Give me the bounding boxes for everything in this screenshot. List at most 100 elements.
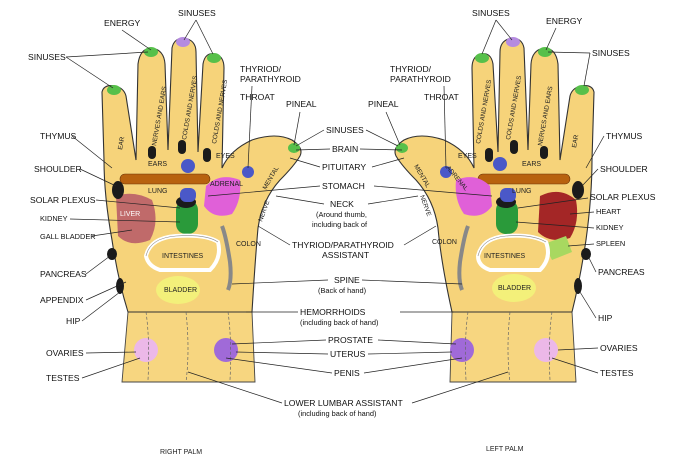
right-label-thyroid-2: PARATHYROID — [240, 74, 301, 84]
left-dash-3 — [548, 311, 553, 381]
left-sinus-tip-4 — [475, 53, 489, 63]
left-sinus-tip-2 — [538, 47, 552, 57]
center-label-lumbar-sub: (including back of hand) — [298, 409, 376, 418]
left-ear-point — [540, 146, 548, 159]
left-label-shoulder: SHOULDER — [600, 164, 648, 174]
right-inner-ear: EAR — [117, 136, 126, 151]
center-label-thyroid-assist-2: ASSISTANT — [322, 250, 370, 260]
right-sinus-tip-2 — [144, 47, 158, 57]
right-colon — [220, 225, 233, 291]
left-bladder — [492, 274, 536, 302]
right-pancreas-point — [107, 248, 117, 260]
right-label-pancreas: PANCREAS — [40, 269, 87, 279]
right-hand: EAR NERVES AND EARS COLDS AND NERVES COL… — [101, 37, 302, 383]
center-label-pituitary: PITUITARY — [322, 162, 366, 172]
right-label-solar-plexus: SOLAR PLEXUS — [30, 195, 96, 205]
right-label-testes: TESTES — [46, 373, 80, 383]
left-label-pancreas: PANCREAS — [598, 267, 645, 277]
right-inner-lung: LUNG — [148, 188, 167, 195]
center-label-spine: SPINE — [334, 275, 360, 285]
right-liver — [116, 193, 156, 244]
right-label-sinuses-left: SINUSES — [28, 52, 66, 62]
left-label-solar-plexus: SOLAR PLEXUS — [590, 192, 656, 202]
left-blue-organ — [500, 188, 516, 202]
left-blue-point — [493, 157, 507, 171]
right-sinus-tip-1 — [107, 85, 121, 95]
left-label-spleen: SPLEEN — [596, 239, 625, 248]
left-label-thyroid-1: THYRIOD/ — [390, 64, 432, 74]
right-label-sinuses-top: SINUSES — [178, 8, 216, 18]
left-thumb-tip — [396, 143, 408, 153]
center-label-uterus: UTERUS — [330, 349, 366, 359]
left-label-throat: THROAT — [424, 92, 459, 102]
center-labels: SINUSES BRAIN PITUITARY STOMACH NECK (Ar… — [187, 125, 509, 418]
left-inner-colon: COLON — [432, 239, 457, 246]
right-inner-bladder: BLADDER — [164, 287, 197, 294]
right-label-thymus: THYMUS — [40, 131, 77, 141]
right-inner-intestines: INTESTINES — [162, 253, 204, 260]
right-throat-point — [242, 166, 254, 178]
right-uterus — [214, 338, 238, 362]
left-outer-labels: SINUSES ENERGY SINUSES THYRIOD/ PARATHYR… — [368, 8, 656, 378]
center-label-penis: PENIS — [334, 368, 360, 378]
left-kidney — [496, 200, 518, 234]
center-label-neck: NECK — [330, 199, 354, 209]
right-inner-colon: COLON — [236, 241, 261, 248]
right-outer-labels: ENERGY SINUSES SINUSES THYMUS SHOULDER S… — [28, 8, 317, 383]
left-pancreas-point — [581, 248, 591, 260]
center-label-spine-sub: (Back of hand) — [318, 286, 366, 295]
right-label-hip: HIP — [66, 316, 81, 326]
right-ovary — [134, 338, 158, 362]
right-intestines-edge — [145, 235, 219, 257]
left-inner-intestines: INTESTINES — [484, 253, 526, 260]
left-label-thymus: THYMUS — [606, 131, 643, 141]
left-throat-point — [440, 166, 452, 178]
right-lung-bar — [119, 173, 211, 185]
right-shoulder-point — [112, 181, 124, 199]
left-label-energy: ENERGY — [546, 16, 583, 26]
left-dash-2 — [507, 311, 511, 383]
center-label-hemorrhoids: HEMORRHOIDS — [300, 307, 366, 317]
center-label-thyroid-assist-1: THYRIOD/PARATHYROID — [292, 240, 394, 250]
left-uterus — [450, 338, 474, 362]
right-eye-point — [203, 148, 211, 162]
left-colon — [457, 225, 470, 291]
left-shoulder-point — [572, 181, 584, 199]
right-label-pineal: PINEAL — [286, 99, 317, 109]
right-sinus-tip-3 — [176, 37, 190, 47]
left-inner-bladder: BLADDER — [498, 285, 531, 292]
right-hip-point — [116, 278, 124, 294]
right-palm-caption: RIGHT PALM — [160, 449, 202, 456]
right-label-shoulder: SHOULDER — [34, 164, 82, 174]
left-heart — [538, 191, 578, 240]
right-blue-point — [181, 159, 195, 173]
right-inner-adrenal: ADRENAL — [210, 181, 243, 188]
left-ear-point-2 — [510, 140, 518, 154]
left-spleen — [544, 236, 572, 260]
left-label-thyroid-2: PARATHYROID — [390, 74, 451, 84]
left-inner-ears: EARS — [522, 161, 541, 168]
right-label-thyroid-1: THYRIOD/ — [240, 64, 282, 74]
right-kidney — [176, 200, 198, 234]
right-inner-eyes: EYES — [216, 153, 235, 160]
right-label-appendix: APPENDIX — [40, 295, 84, 305]
left-label-ovaries: OVARIES — [600, 343, 638, 353]
left-eye-point — [485, 148, 493, 162]
right-label-kidney: KIDNEY — [40, 214, 68, 223]
left-label-sinuses-right: SINUSES — [592, 48, 630, 58]
left-inner-eyes: EYES — [458, 153, 477, 160]
right-adrenal — [204, 177, 241, 216]
center-label-brain: BRAIN — [332, 144, 358, 154]
left-adrenal — [455, 177, 492, 216]
right-dash-2 — [185, 311, 189, 383]
left-label-sinuses-top: SINUSES — [472, 8, 510, 18]
right-inner-liver: LIVER — [120, 211, 140, 218]
right-ear-point — [148, 146, 156, 159]
right-blue-organ — [180, 188, 196, 202]
right-label-gall-bladder: GALL BLADDER — [40, 232, 96, 241]
left-hip-point — [574, 278, 582, 294]
left-intestines-edge — [477, 235, 547, 257]
left-palm-caption: LEFT PALM — [486, 446, 524, 453]
center-label-sinuses: SINUSES — [326, 125, 364, 135]
